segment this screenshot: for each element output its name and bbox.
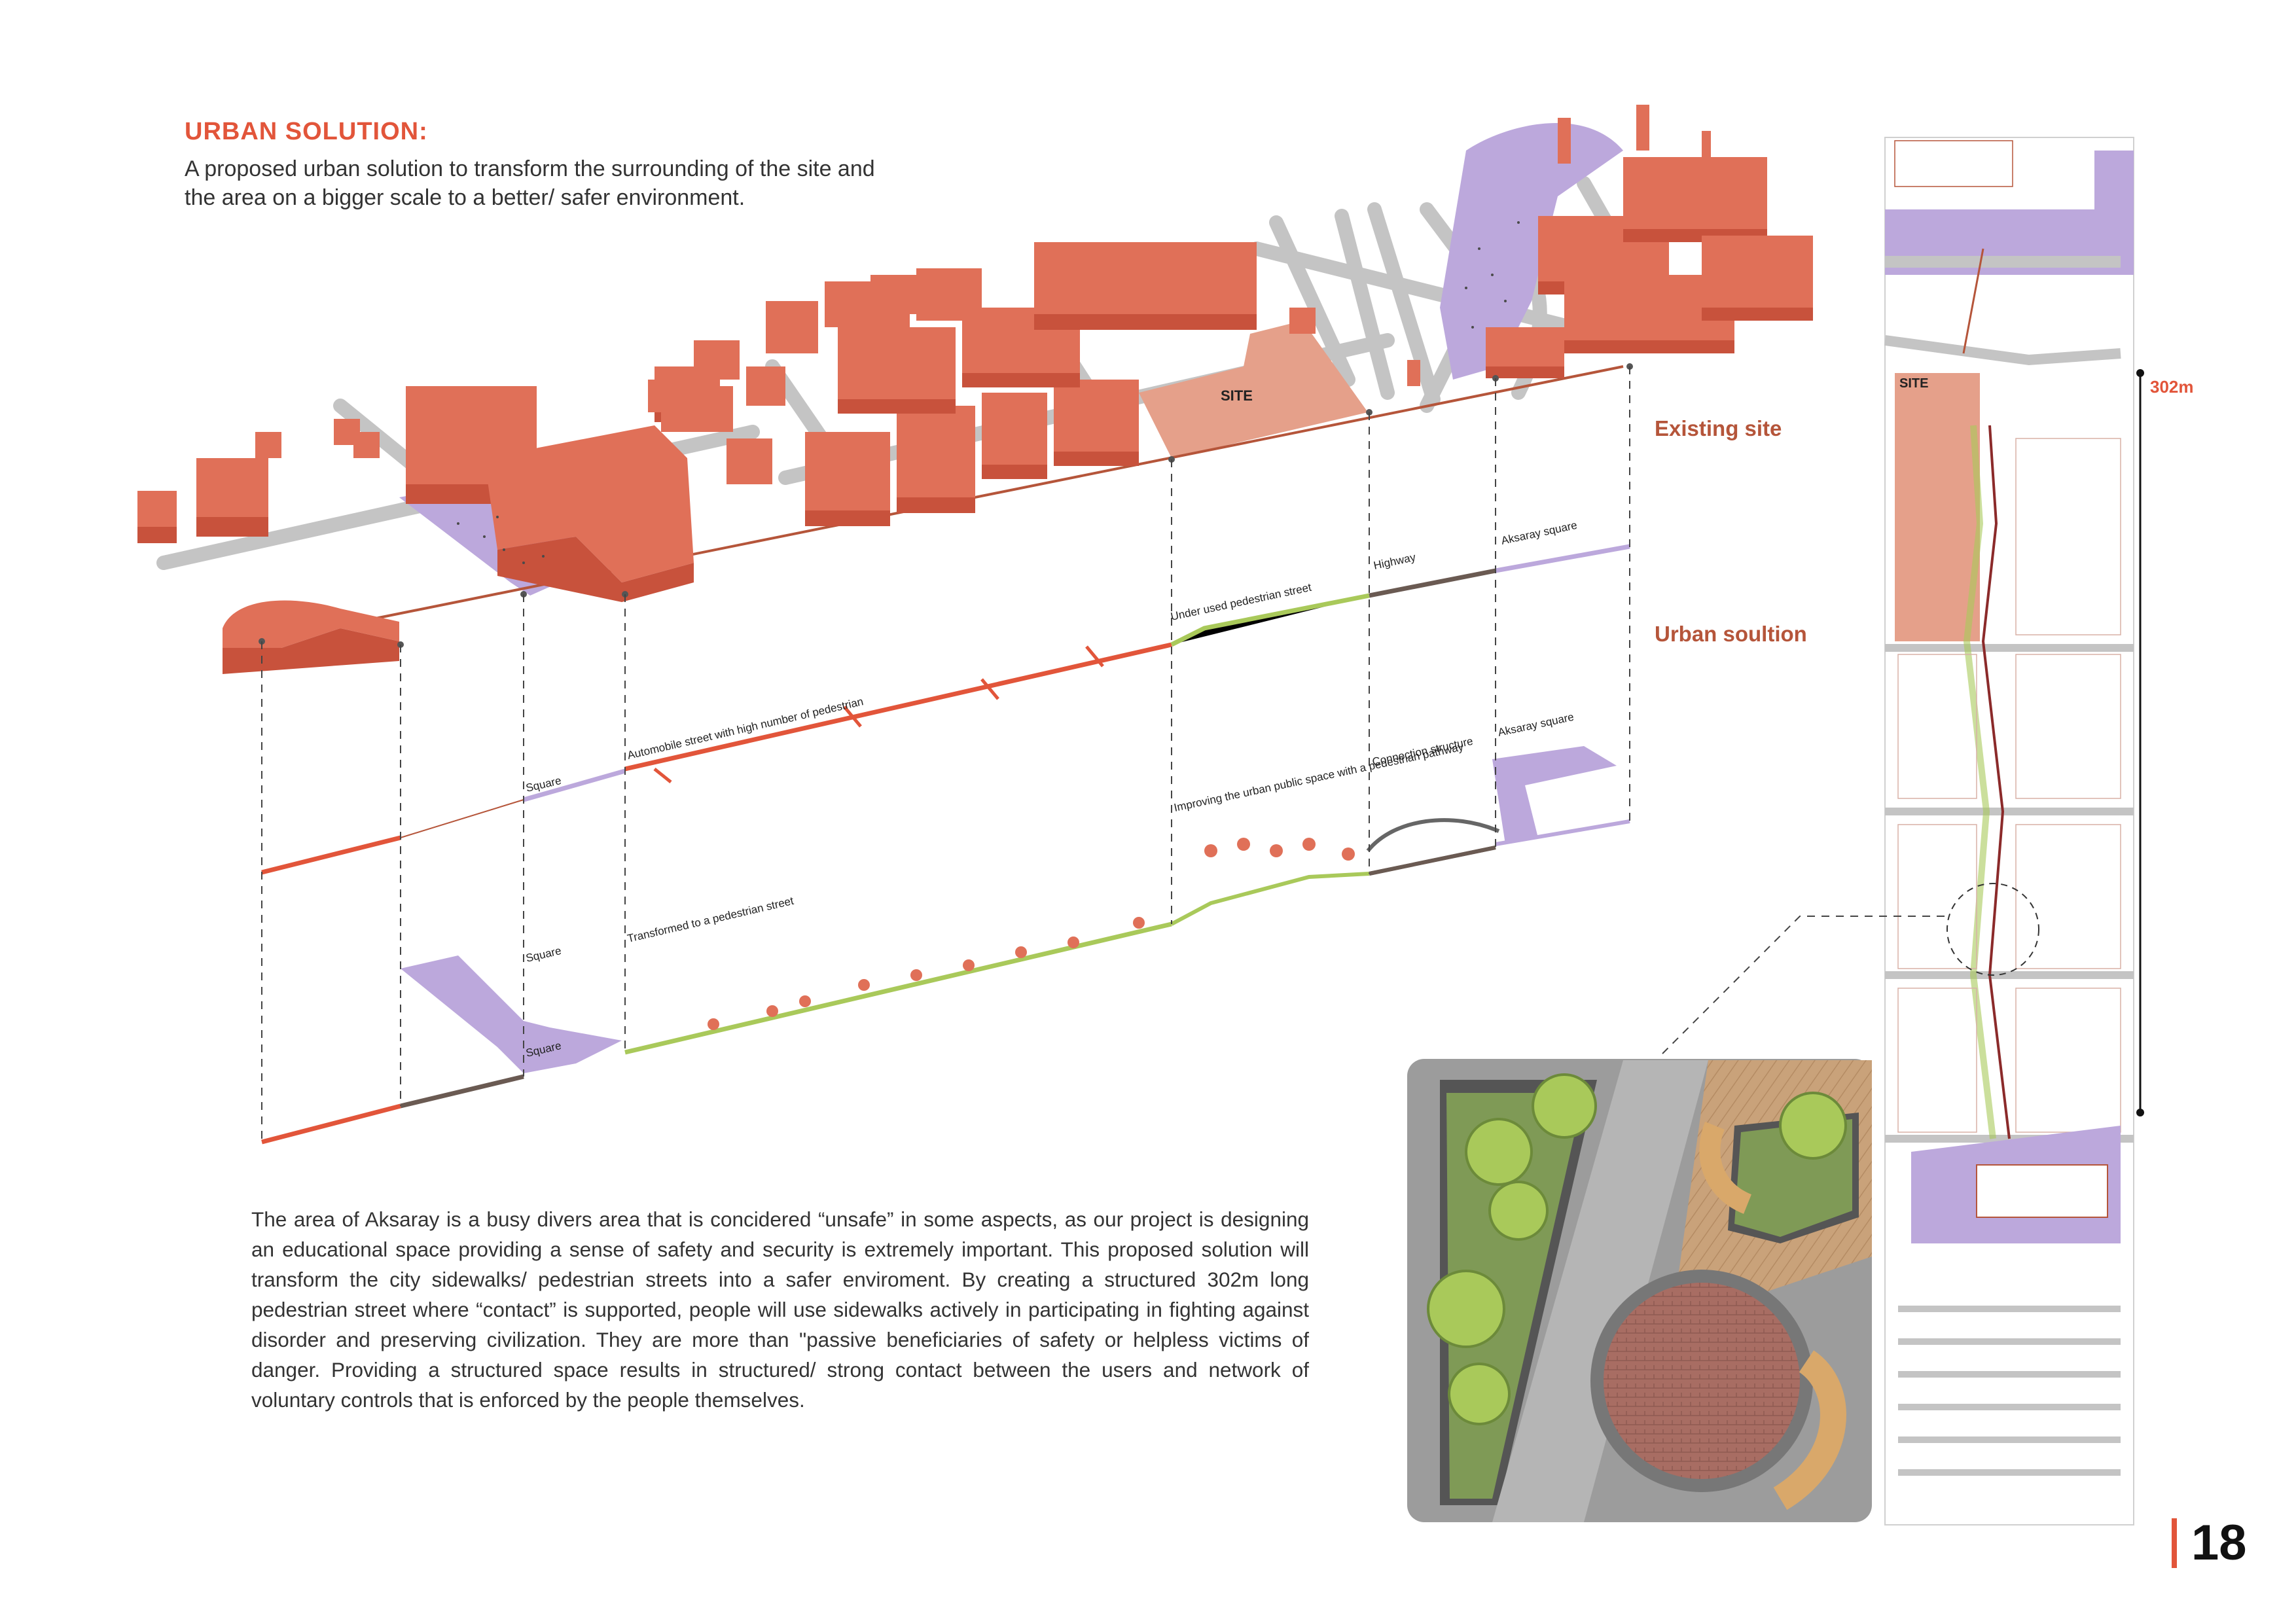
label-improving: Improving the urban public space with a … [1173, 740, 1465, 814]
label-transformed: Transformed to a pedestrian street [626, 895, 795, 945]
building-cluster [137, 105, 1813, 674]
existing-site-layer: SITE [137, 105, 1813, 674]
description-paragraph: The area of Aksaray is a busy divers are… [251, 1207, 1309, 1412]
label-aksaray-top: Aksaray square [1500, 519, 1578, 547]
site-parcel [1139, 321, 1368, 458]
aksaray-line [1495, 544, 1630, 573]
mid-thin-line [400, 799, 524, 838]
page-subtitle: A proposed urban solution to transform t… [185, 156, 875, 210]
distance-label: 302m [2150, 377, 2194, 397]
dashed-guides [261, 366, 1630, 1142]
connection-bridge [1366, 818, 1500, 852]
people-dots [457, 221, 1520, 564]
site-label: SITE [1221, 387, 1253, 404]
label-aksaray-mid: Aksaray square [1497, 711, 1575, 739]
solution-square [401, 955, 622, 1073]
label-square-low: Square [525, 944, 563, 965]
solution-left-line [261, 1103, 401, 1145]
crossing-marks [653, 645, 1104, 783]
urban-solution-label: Urban soultion [1655, 622, 1807, 646]
mid-square-line [523, 768, 626, 802]
label-automobile: Automobile street with high number of pe… [626, 695, 865, 762]
aksaray-square-zone [1440, 123, 1623, 380]
pedestrian-street-line [624, 921, 1172, 1055]
solution-dark-line [400, 1074, 524, 1109]
aksaray-mid-line [1495, 819, 1630, 846]
urban-solution-layer [261, 838, 1496, 1145]
detail-plan [1407, 1059, 1872, 1522]
automobile-street-line [624, 642, 1172, 772]
label-highway: Highway [1372, 551, 1417, 572]
annotation-labels: Under used pedestrian street Highway Aks… [525, 519, 1579, 1060]
page-number: 18 [2172, 1518, 2247, 1568]
under-used-line [1170, 593, 1370, 647]
site-plan-strip: SITE 302m [1884, 137, 2194, 1525]
plan-site-label: SITE [1899, 376, 1928, 391]
highway-line [1369, 568, 1496, 598]
detail-trees [1427, 1073, 1847, 1425]
mid-left-line [261, 835, 401, 875]
improving-green-path [1170, 872, 1370, 926]
label-under-used: Under used pedestrian street [1170, 581, 1313, 623]
solution-connection-line [1369, 846, 1496, 876]
aksaray-square-mid [1492, 746, 1617, 844]
detail-pointer [1662, 916, 1950, 1054]
middle-analysis-layer [261, 544, 1630, 926]
page-title: URBAN SOLUTION: [185, 118, 428, 145]
trees [708, 838, 1355, 1030]
existing-site-label: Existing site [1655, 416, 1782, 440]
